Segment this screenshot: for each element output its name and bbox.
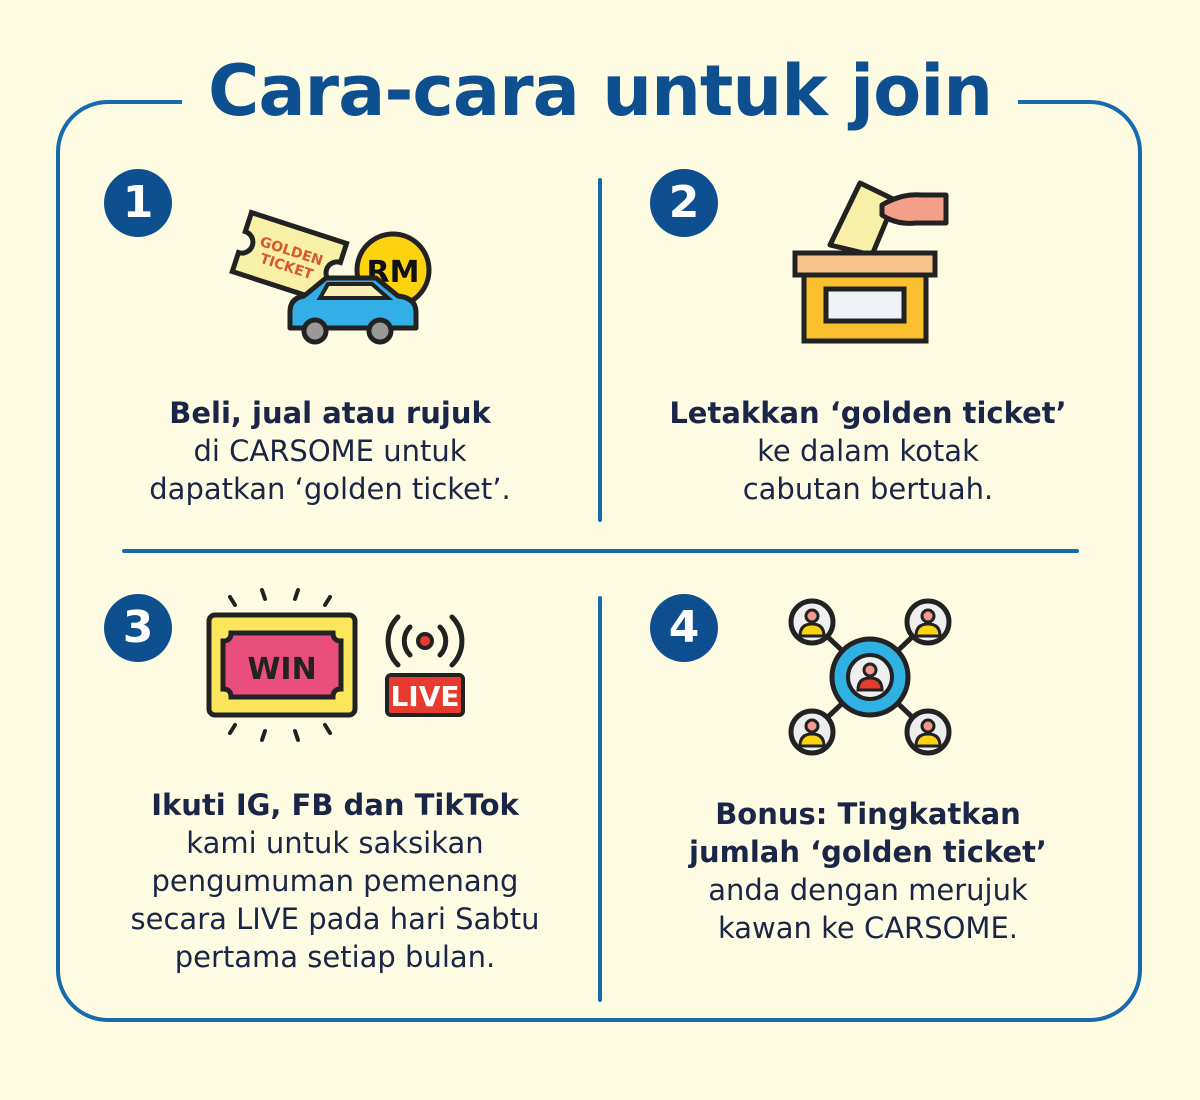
step-4-number: 4 [650, 594, 718, 662]
win-live-icon: WIN LIVE [206, 588, 465, 742]
step-4-text: Bonus: Tingkatkan jumlah ‘golden ticket’… [628, 795, 1108, 947]
vertical-divider-bottom [598, 596, 602, 1002]
referral-network-icon [788, 598, 960, 762]
step-4-bold: jumlah ‘golden ticket’ [689, 835, 1047, 869]
step-2-line: cabutan bertuah. [742, 472, 994, 506]
horizontal-divider [122, 549, 1079, 553]
step-1-line: dapatkan ‘golden ticket’. [149, 472, 511, 506]
step-2-bold: Letakkan ‘golden ticket’ [669, 396, 1067, 430]
page-title: Cara-cara untuk join [0, 50, 1200, 132]
step-3-bold: Ikuti IG, FB dan TikTok [151, 788, 519, 822]
step-1-text: Beli, jual atau rujuk di CARSOME untuk d… [90, 394, 570, 508]
step-2-number: 2 [650, 169, 718, 237]
step-2-text: Letakkan ‘golden ticket’ ke dalam kotak … [628, 394, 1108, 508]
step-3-line: pertama setiap bulan. [174, 940, 496, 974]
step-1-bold: Beli, jual atau rujuk [169, 396, 491, 430]
step-3-line: pengumuman pemenang [151, 864, 519, 898]
step-1-line: di CARSOME untuk [193, 434, 467, 468]
step-3-number: 3 [104, 594, 172, 662]
step-4-line: kawan ke CARSOME. [718, 911, 1018, 945]
step-3-text: Ikuti IG, FB dan TikTok kami untuk saksi… [95, 786, 575, 976]
step-3-line: secara LIVE pada hari Sabtu [130, 902, 540, 936]
step-1-number: 1 [104, 169, 172, 237]
step-2-line: ke dalam kotak [757, 434, 979, 468]
step-3-line: kami untuk saksikan [186, 826, 484, 860]
win-label: WIN [247, 652, 316, 687]
title-text: Cara-cara untuk join [181, 50, 1019, 132]
step-4-line: anda dengan merujuk [708, 873, 1028, 907]
vertical-divider-top [598, 178, 602, 522]
step-4-bold: Bonus: Tingkatkan [715, 797, 1021, 831]
ballot-box-icon [792, 180, 949, 344]
live-label: LIVE [390, 680, 459, 713]
ticket-car-coin-icon: GOLDEN TICKET RM [229, 209, 432, 345]
